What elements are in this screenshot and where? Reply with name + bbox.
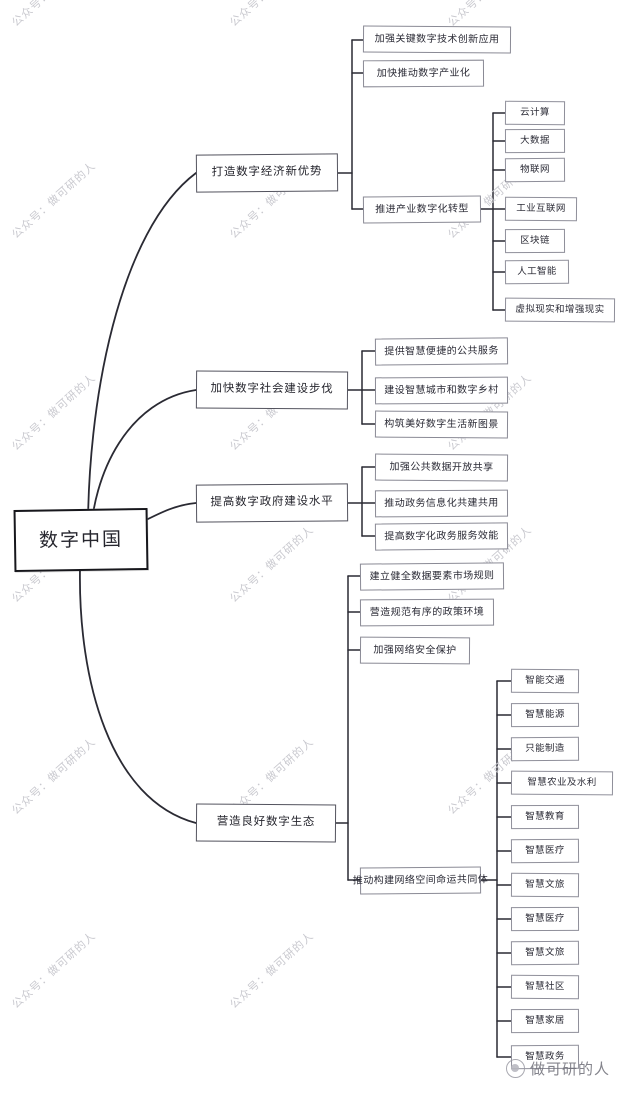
subnode-4-1[interactable]: 建立健全数据要素市场规则 xyxy=(359,562,505,591)
subnode-1-3[interactable]: 推进产业数字化转型 xyxy=(362,195,482,224)
subnode-2-1[interactable]: 提供智慧便捷的公共服务 xyxy=(374,337,509,366)
watermark-text: 公众号：做可研的人 xyxy=(226,0,317,30)
leaf-smart-6[interactable]: 智慧医疗 xyxy=(510,838,580,864)
leaf-label: 智慧农业及水利 xyxy=(527,777,597,789)
leaf-smart-10[interactable]: 智慧社区 xyxy=(510,974,580,1000)
subnode-4-2[interactable]: 营造规范有序的政策环境 xyxy=(359,598,495,627)
leaf-label: 智慧教育 xyxy=(525,811,565,823)
brand-logo-icon xyxy=(506,1059,525,1078)
leaf-label: 云计算 xyxy=(520,107,550,119)
leaf-label: 智慧能源 xyxy=(525,709,565,721)
subnode-1-2[interactable]: 加快推动数字产业化 xyxy=(362,59,485,88)
subnode-2-2[interactable]: 建设智慧城市和数字乡村 xyxy=(374,376,509,405)
watermark-text: 公众号：做可研的人 xyxy=(10,735,99,818)
subnode-3-2[interactable]: 推动政务信息化共建共用 xyxy=(374,489,509,518)
branch-node-2[interactable]: 加快数字社会建设步伐 xyxy=(195,370,349,410)
subnode-label: 加强公共数据开放共享 xyxy=(389,461,494,473)
subnode-4-4[interactable]: 推动构建网络空间命运共同体 xyxy=(353,866,488,895)
leaf-label: 人工智能 xyxy=(517,266,557,278)
leaf-smart-5[interactable]: 智慧教育 xyxy=(510,804,580,830)
subnode-label: 提高数字化政务服务效能 xyxy=(384,530,499,542)
branch-node-1[interactable]: 打造数字经济新优势 xyxy=(195,153,339,193)
subnode-label: 加强网络安全保护 xyxy=(373,644,457,656)
leaf-smart-9[interactable]: 智慧文旅 xyxy=(510,940,580,966)
leaf-tech-1[interactable]: 云计算 xyxy=(504,100,566,126)
subnode-label: 建设智慧城市和数字乡村 xyxy=(384,384,499,396)
leaf-label: 智慧家居 xyxy=(525,1015,565,1027)
branch-node-4[interactable]: 营造良好数字生态 xyxy=(195,803,337,843)
leaf-label: 智慧文旅 xyxy=(525,879,565,891)
branch-label: 提高数字政府建设水平 xyxy=(210,495,334,509)
brand-label: 做可研的人 xyxy=(530,1061,611,1078)
leaf-smart-3[interactable]: 只能制造 xyxy=(510,736,580,762)
branch-label: 营造良好数字生态 xyxy=(216,815,316,829)
mindmap-root-node[interactable]: 数字中国 xyxy=(13,507,149,573)
leaf-label: 智慧文旅 xyxy=(525,947,565,959)
brand-watermark: 做可研的人 xyxy=(506,1058,610,1079)
leaf-smart-11[interactable]: 智慧家居 xyxy=(510,1008,580,1034)
leaf-label: 智慧医疗 xyxy=(525,845,565,857)
leaf-label: 智能交通 xyxy=(525,675,565,687)
watermark-text: 公众号：做可研的人 xyxy=(10,159,99,242)
branch-label: 打造数字经济新优势 xyxy=(211,165,323,179)
watermark-text: 公众号：做可研的人 xyxy=(10,371,99,454)
leaf-smart-2[interactable]: 智慧能源 xyxy=(510,702,580,728)
subnode-label: 加强关键数字技术创新应用 xyxy=(374,33,500,45)
subnode-2-3[interactable]: 构筑美好数字生活新图景 xyxy=(374,410,509,439)
leaf-tech-4[interactable]: 工业互联网 xyxy=(504,196,578,222)
leaf-tech-5[interactable]: 区块链 xyxy=(504,228,566,254)
subnode-label: 推进产业数字化转型 xyxy=(375,203,469,215)
leaf-smart-7[interactable]: 智慧文旅 xyxy=(510,872,580,898)
leaf-label: 智慧社区 xyxy=(525,981,565,993)
subnode-3-1[interactable]: 加强公共数据开放共享 xyxy=(374,453,509,482)
leaf-label: 虚拟现实和增强现实 xyxy=(515,303,605,316)
subnode-label: 推动政务信息化共建共用 xyxy=(384,497,499,509)
leaf-tech-3[interactable]: 物联网 xyxy=(504,157,566,183)
subnode-label: 营造规范有序的政策环境 xyxy=(369,606,485,618)
leaf-label: 工业互联网 xyxy=(516,203,566,215)
subnode-1-1[interactable]: 加强关键数字技术创新应用 xyxy=(362,25,512,54)
branch-label: 加快数字社会建设步伐 xyxy=(210,382,334,396)
subnode-label: 推动构建网络空间命运共同体 xyxy=(352,873,489,887)
subnode-3-3[interactable]: 提高数字化政务服务效能 xyxy=(374,522,509,551)
leaf-label: 物联网 xyxy=(520,164,550,176)
leaf-smart-4[interactable]: 智慧农业及水利 xyxy=(510,770,614,796)
leaf-label: 智慧医疗 xyxy=(525,913,565,925)
leaf-smart-8[interactable]: 智慧医疗 xyxy=(510,906,580,932)
leaf-label: 区块链 xyxy=(520,235,550,247)
leaf-tech-2[interactable]: 大数据 xyxy=(504,128,566,154)
subnode-label: 构筑美好数字生活新图景 xyxy=(384,418,499,430)
subnode-label: 提供智慧便捷的公共服务 xyxy=(384,345,499,357)
leaf-tech-7[interactable]: 虚拟现实和增强现实 xyxy=(504,297,616,323)
subnode-4-3[interactable]: 加强网络安全保护 xyxy=(359,636,471,665)
watermark-text: 公众号：做可研的人 xyxy=(228,523,317,606)
root-label: 数字中国 xyxy=(38,528,124,552)
branch-node-3[interactable]: 提高数字政府建设水平 xyxy=(195,483,349,523)
leaf-label: 只能制造 xyxy=(525,743,565,755)
watermark-text: 公众号：做可研的人 xyxy=(228,929,317,1012)
subnode-label: 建立健全数据要素市场规则 xyxy=(369,569,495,583)
leaf-label: 大数据 xyxy=(520,135,550,147)
subnode-label: 加快推动数字产业化 xyxy=(376,67,471,79)
leaf-tech-6[interactable]: 人工智能 xyxy=(504,259,570,285)
watermark-text: 公众号：做可研的人 xyxy=(8,0,99,30)
watermark-text: 公众号：做可研的人 xyxy=(10,929,99,1012)
leaf-smart-1[interactable]: 智能交通 xyxy=(510,668,580,694)
